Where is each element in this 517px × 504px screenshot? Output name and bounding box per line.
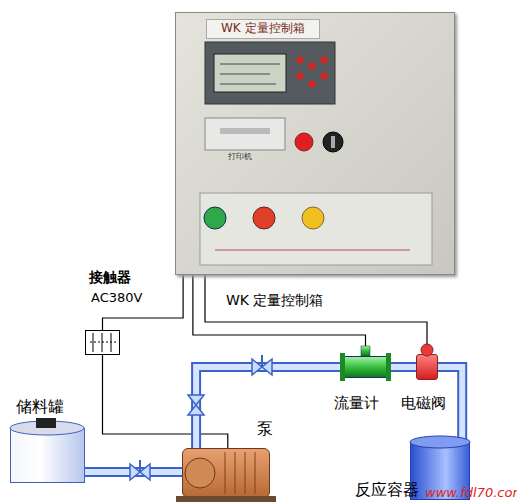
node-label: 流量计 xyxy=(334,395,379,412)
node-label: 电磁阀 xyxy=(401,395,446,412)
node-label: 泵 xyxy=(257,420,273,438)
node-label: 接触器 xyxy=(89,269,131,285)
valve-stem xyxy=(139,460,141,472)
hand-valve xyxy=(130,464,150,480)
contactor: 接触器AC380V xyxy=(85,330,120,355)
pipe xyxy=(85,467,182,477)
node-sublabel: AC380V xyxy=(91,291,142,306)
pipe-inner xyxy=(388,364,416,370)
pipe-inner xyxy=(85,469,182,475)
control-box: WK 定量控制箱WK 定量控制箱 xyxy=(175,12,455,275)
node-label: WK 定量控制箱 xyxy=(206,19,320,39)
printer-label: 打印机 xyxy=(228,151,252,162)
flowmeter: 流量计 xyxy=(343,356,388,378)
watermark: www.fdl70.com xyxy=(425,485,517,500)
wire xyxy=(205,275,427,354)
pipe xyxy=(196,367,343,448)
meter-head xyxy=(361,346,370,356)
valve-stem xyxy=(261,355,263,367)
pipe xyxy=(388,362,416,372)
hand-valve xyxy=(188,395,204,415)
node-sublabel: WK 定量控制箱 xyxy=(226,292,323,308)
node-label: 储料罐 xyxy=(16,398,64,416)
storage-tank: 储料罐 xyxy=(10,428,85,483)
solenoid-valve: 电磁阀 xyxy=(416,354,438,380)
pump: 泵 xyxy=(182,448,270,498)
node-label: 反应容器 xyxy=(355,481,419,499)
pipe-inner xyxy=(196,367,343,448)
hand-valve xyxy=(252,359,272,375)
wire xyxy=(193,275,366,356)
tank-lid xyxy=(36,418,56,428)
